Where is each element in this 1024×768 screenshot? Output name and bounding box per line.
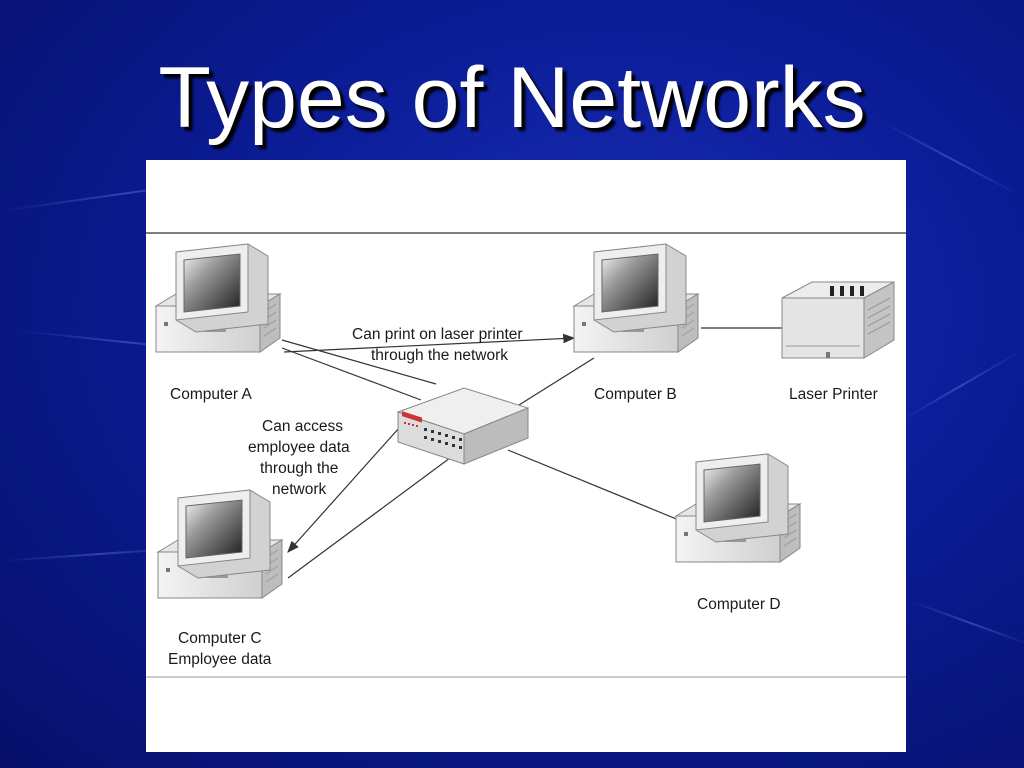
network-diagram-panel: Computer A Computer B Laser Printer Comp… — [146, 160, 906, 752]
computer-b-icon — [573, 243, 699, 353]
link-a-printer-arrow — [283, 333, 576, 353]
link-hub-d — [507, 449, 692, 526]
computer-a-icon — [155, 243, 281, 353]
link-a-hub-2 — [281, 347, 422, 401]
access-annotation-line4: network — [272, 481, 327, 498]
link-a-c-arrow — [287, 417, 409, 553]
print-annotation-line2: through the network — [371, 347, 509, 364]
link-a-hub — [281, 339, 437, 385]
computer-a-label: Computer A — [170, 386, 252, 403]
computer-c-icon — [157, 489, 283, 599]
computer-b-label: Computer B — [594, 386, 677, 403]
laser-printer-label: Laser Printer — [789, 386, 878, 403]
network-hub-icon — [396, 387, 530, 465]
access-annotation-line3: through the — [260, 460, 339, 477]
computer-c-label: Computer C — [178, 630, 262, 647]
print-annotation-line1: Can print on laser printer — [352, 326, 523, 343]
network-diagram — [146, 232, 906, 678]
slide-title: Types of Networks — [158, 50, 866, 146]
laser-printer-icon — [781, 281, 895, 359]
computer-d-label: Computer D — [697, 596, 781, 613]
computer-d-icon — [675, 453, 801, 563]
link-hub-c — [287, 451, 459, 579]
link-hub-b — [510, 357, 595, 411]
computer-c-sublabel: Employee data — [168, 651, 272, 668]
access-annotation-line2: employee data — [248, 439, 350, 456]
access-annotation-line1: Can access — [262, 418, 343, 435]
